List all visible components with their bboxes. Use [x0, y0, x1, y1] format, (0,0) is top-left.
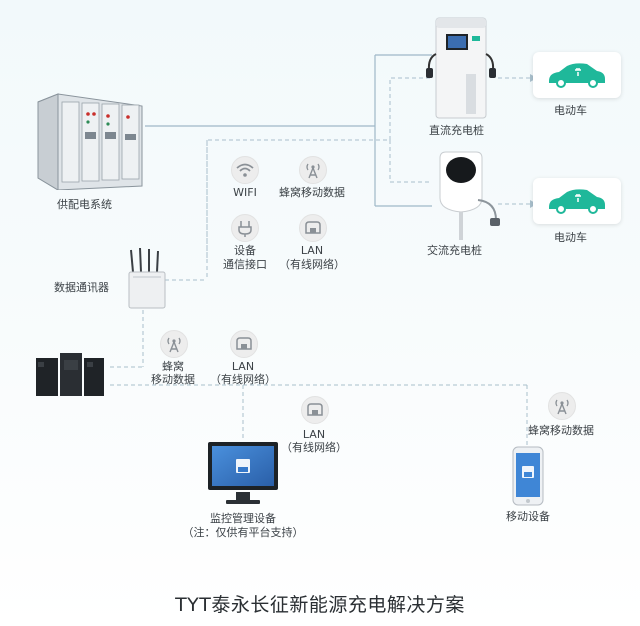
ev-car-icon: [549, 189, 605, 214]
comm-device-label: 数据通讯器: [54, 281, 109, 294]
ev-car-icon: [549, 63, 605, 88]
dc-charger-label: 直流充电桩: [429, 124, 484, 137]
storage-units-image: [36, 353, 104, 396]
lower-lan-line1: LAN: [302, 428, 326, 441]
mobile-device-image: [512, 446, 544, 506]
lan-icon: [299, 214, 327, 242]
page-title: TYT泰永长征新能源充电解决方案: [175, 594, 465, 616]
ev-bottom-label: 电动车: [554, 231, 587, 244]
cell-tower-icon: [160, 330, 188, 358]
ev-card-bottom: [533, 178, 621, 224]
ev-card-top: [533, 52, 621, 98]
port-label-line1: 设备: [234, 244, 256, 257]
mid-lan-line1: LAN: [231, 360, 255, 373]
mid-cellular-line2: 移动数据: [151, 373, 195, 386]
wifi-icon: [231, 156, 259, 184]
lower-cellular-label: 蜂窝移动数据: [528, 424, 594, 437]
wifi-label: WIFI: [233, 186, 257, 199]
data-line-ac: [389, 140, 432, 183]
lan-label-line2: （有线网络）: [279, 258, 345, 271]
ac-charger-image: [439, 151, 500, 240]
mid-cellular-line1: 蜂窝: [162, 360, 184, 373]
cellular-label: 蜂窝移动数据: [279, 186, 345, 199]
port-icon: [231, 214, 259, 242]
power-cabinet-image: [37, 93, 143, 190]
lower-lan-line2: （有线网络）: [281, 441, 347, 454]
monitor-label-line2: （注：仅供有平台支持）: [182, 526, 304, 539]
mobile-device-label: 移动设备: [506, 510, 550, 523]
ac-charger-label: 交流充电桩: [427, 244, 482, 257]
mid-lan-line2: （有线网络）: [210, 373, 276, 386]
lan-label-line1: LAN: [300, 244, 324, 257]
cell-tower-icon: [548, 392, 576, 420]
data-communicator-image: [128, 247, 166, 309]
power-system-label: 供配电系统: [57, 198, 112, 211]
monitor-image: [208, 442, 278, 504]
dc-charger-image: [426, 17, 496, 119]
monitor-label-line1: 监控管理设备: [210, 512, 276, 525]
lan-icon: [230, 330, 258, 358]
port-label-line2: 通信接口: [223, 258, 267, 271]
lan-icon: [301, 396, 329, 424]
ev-top-label: 电动车: [554, 104, 587, 117]
cell-tower-icon: [299, 156, 327, 184]
